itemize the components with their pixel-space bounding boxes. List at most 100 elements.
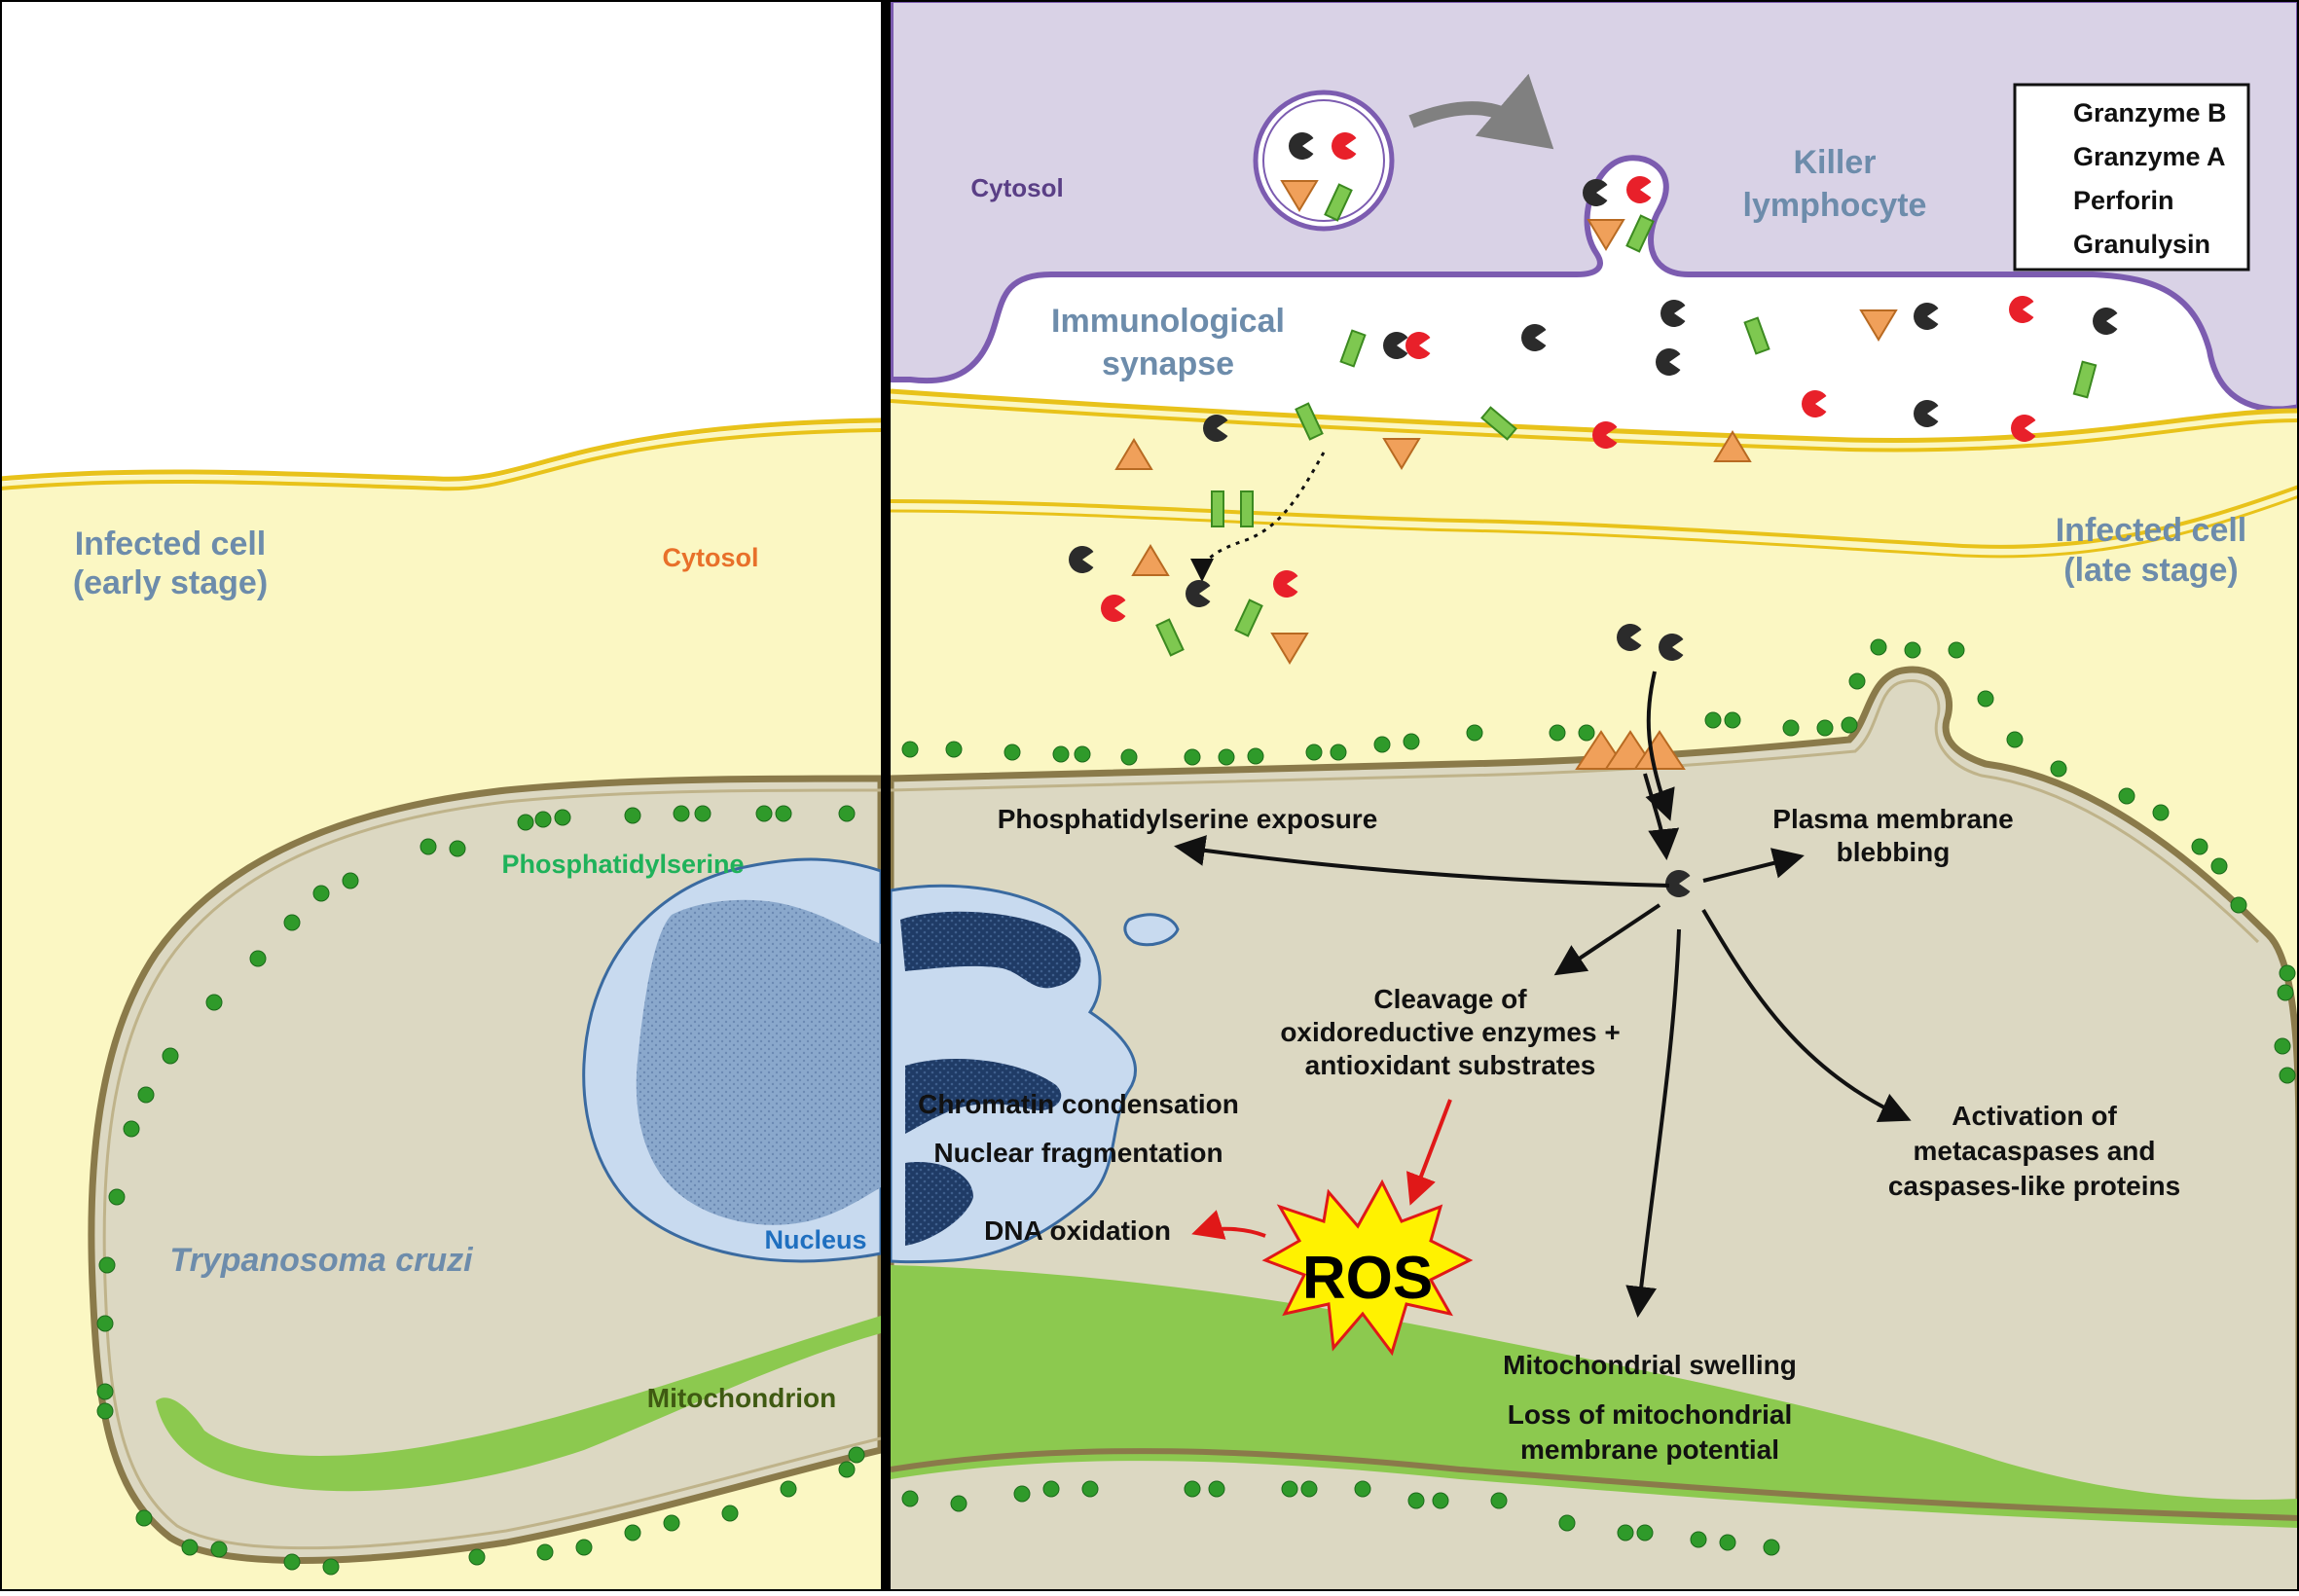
left-cell-label-2: (early stage) <box>73 564 268 601</box>
left-host-membrane <box>0 417 882 482</box>
synapse-cleft <box>891 350 2299 439</box>
left-ps-label: Phosphatidylserine <box>501 850 744 879</box>
granzyme-a-molecule <box>1273 569 1298 598</box>
pathway-arrows <box>1174 671 1912 1318</box>
granule-in-cytosol <box>1253 90 1395 232</box>
granzyme-a-molecule <box>1101 595 1126 623</box>
left-mitochondrion <box>156 1316 881 1492</box>
mito-loss-label-1: Loss of mitochondrial <box>1508 1399 1792 1430</box>
blebbing-label-1: Plasma membrane <box>1772 804 2013 834</box>
mito-loss-label-2: membrane potential <box>1520 1434 1779 1465</box>
granzyme-a-molecule <box>1592 421 1618 450</box>
perforin-molecule <box>1625 214 1655 253</box>
synapse-label-1: Immunological <box>1051 303 1285 340</box>
granzyme-b-molecule <box>1659 634 1684 662</box>
granulysin-molecule <box>1270 633 1309 665</box>
cleavage-label-3: antioxidant substrates <box>1305 1050 1596 1080</box>
legend-granzyme-a: Granzyme A <box>2073 142 2226 171</box>
perforin-molecule <box>1743 316 1770 355</box>
blebbing-label-2: blebbing <box>1837 837 1951 867</box>
caspases-label-2: metacaspases and <box>1913 1136 2155 1166</box>
perforin-molecule <box>1324 183 1353 222</box>
granzyme-a-molecule <box>2009 296 2034 323</box>
granzyme-b-molecule <box>1521 324 1547 351</box>
granzyme-a-molecule <box>2011 415 2036 442</box>
granzyme-b-molecule <box>2093 308 2118 335</box>
ps-exposure-label: Phosphatidylserine exposure <box>998 804 1378 834</box>
chromatin-label: Chromatin condensation <box>918 1089 1239 1119</box>
granulysin-molecule <box>1131 544 1170 576</box>
legend-granzyme-b: Granzyme B <box>2073 98 2227 127</box>
lymphocyte-cell <box>888 0 2299 413</box>
left-nucleus-label: Nucleus <box>764 1225 866 1254</box>
red-arrows <box>1191 1099 1452 1240</box>
lymphocyte-cytosol-label: Cytosol <box>970 173 1063 202</box>
legend <box>2013 83 2250 272</box>
granule-move-arrow <box>1408 73 1554 150</box>
granzyme-b-molecule <box>1186 580 1211 607</box>
legend-perforin: Perforin <box>2073 186 2174 215</box>
granzyme-b-molecule <box>1665 870 1691 898</box>
caspases-label-1: Activation of <box>1952 1101 2117 1131</box>
granzyme-b-molecule <box>1383 332 1408 359</box>
granzyme-b-molecule <box>1914 399 1939 427</box>
ros-label: ROS <box>1302 1245 1433 1312</box>
docking-granule-arrow <box>1200 452 1326 575</box>
granulysin-molecule <box>1859 309 1898 342</box>
right-chromatin-dark <box>900 911 1081 1246</box>
right-ps-markers <box>901 638 2296 1556</box>
legend-granulysin: Granulysin <box>2073 230 2210 259</box>
granulysin-molecule <box>1382 438 1421 470</box>
granzyme-a-molecule <box>1802 390 1827 417</box>
perforin-molecule <box>1480 406 1517 441</box>
cleavage-label-2: oxidoreductive enzymes + <box>1280 1017 1620 1047</box>
synapse-label-2: synapse <box>1102 345 1234 382</box>
left-panel: Infected cell (early stage) Cytosol Phos… <box>0 417 885 1591</box>
granulysin-molecule <box>1114 438 1153 470</box>
caspases-label-3: caspases-like proteins <box>1888 1171 2180 1201</box>
perforin-molecule <box>1155 618 1185 657</box>
perforin-molecule <box>1295 402 1324 441</box>
legend-box <box>2013 83 2250 272</box>
granulysin-molecule <box>1587 219 1625 251</box>
right-panel: Cytosol Killer lymphocyte Immunological … <box>887 0 2299 1595</box>
killer-label-1: Killer <box>1793 144 1876 181</box>
perforin-pore <box>1211 490 1254 527</box>
perforin-molecule <box>2072 360 2098 399</box>
left-parasite-label: Trypanosoma cruzi <box>169 1242 474 1279</box>
granzyme-a-molecule <box>1626 176 1652 203</box>
granulysin-molecule <box>1713 430 1752 462</box>
left-mito-label: Mitochondrion <box>647 1383 836 1413</box>
left-cytosol-label: Cytosol <box>662 543 758 572</box>
left-cell-label-1: Infected cell <box>75 526 267 562</box>
granzyme-b-molecule <box>1289 132 1314 160</box>
granzyme-b-molecule <box>1583 179 1608 206</box>
panel-divider <box>881 0 891 1591</box>
perforin-molecule <box>1234 598 1263 637</box>
right-nucleus-bleb <box>1123 913 1180 947</box>
granzyme-b-molecule <box>1069 546 1094 573</box>
granzyme-b-molecule <box>1617 624 1642 652</box>
right-cell-label-2: (late stage) <box>2063 552 2239 589</box>
granulysin-molecule <box>1280 180 1319 212</box>
granzyme-a-molecule <box>1405 332 1431 359</box>
nuclear-frag-label: Nuclear fragmentation <box>933 1138 1222 1168</box>
killer-label-2: lymphocyte <box>1743 187 1927 224</box>
granzyme-b-molecule <box>1660 300 1686 327</box>
granzyme-b-molecule <box>1914 303 1939 330</box>
left-chromatin <box>636 899 881 1225</box>
granulysin-pore <box>1575 730 1686 770</box>
dna-ox-label: DNA oxidation <box>984 1215 1171 1246</box>
cleavage-label-1: Cleavage of <box>1373 984 1527 1014</box>
granzyme-b-molecule <box>1656 348 1681 376</box>
right-cell-label-1: Infected cell <box>2056 512 2247 549</box>
mito-swelling-label: Mitochondrial swelling <box>1503 1350 1797 1380</box>
ros-burst <box>1261 1179 1474 1357</box>
granzyme-b-molecule <box>1203 415 1228 442</box>
right-host-membrane-lower <box>890 485 2299 549</box>
perforin-molecule <box>1339 329 1367 368</box>
left-ps-markers <box>96 805 865 1576</box>
